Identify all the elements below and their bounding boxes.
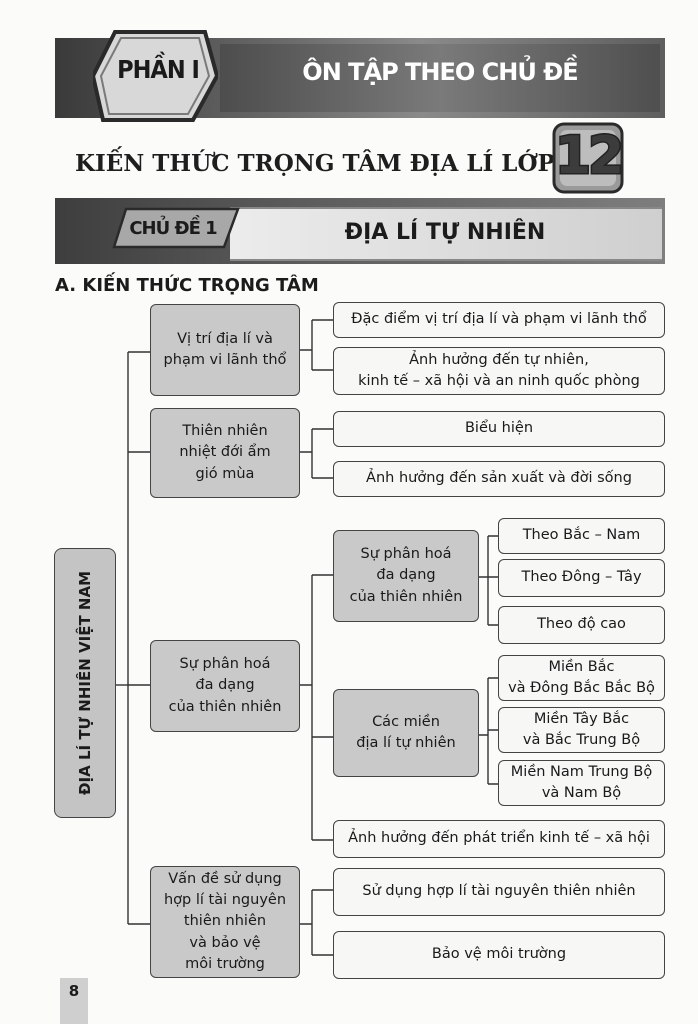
topic-title: ĐỊA LÍ TỰ NHIÊN	[344, 220, 546, 245]
sub-differentiation: Sự phân hoá đa dạng của thiên nhiên	[333, 530, 479, 622]
sub-natural-regions: Các miền địa lí tự nhiên	[333, 689, 479, 777]
leaf-altitude: Theo độ cao	[498, 606, 665, 644]
leaf-region-south: Miền Nam Trung Bộ và Nam Bộ	[498, 760, 665, 806]
page-number: 8	[68, 982, 80, 1000]
leaf-location-features: Đặc điểm vị trí địa lí và phạm vi lãnh t…	[333, 302, 665, 338]
grade-badge	[552, 122, 624, 194]
grade-number: 12	[553, 125, 625, 188]
leaf-differentiation-impact: Ảnh hưởng đến phát triển kinh tế – xã hộ…	[333, 820, 665, 858]
branch-differentiation: Sự phân hoá đa dạng của thiên nhiên	[150, 640, 300, 732]
branch-resources: Vấn đề sử dụng hợp lí tài nguyên thiên n…	[150, 866, 300, 978]
leaf-location-impact: Ảnh hưởng đến tự nhiên, kinh tế – xã hội…	[333, 347, 665, 395]
part-title: ÔN TẬP THEO CHỦ ĐỀ	[302, 58, 578, 86]
branch-tropical-nature: Thiên nhiên nhiệt đới ẩm gió mùa	[150, 408, 300, 498]
part-banner-strip	[220, 44, 660, 112]
leaf-tropical-impact: Ảnh hưởng đến sản xuất và đời sống	[333, 461, 665, 497]
topic-tag-shape	[112, 207, 240, 249]
leaf-tropical-manifestation: Biểu hiện	[333, 411, 665, 447]
leaf-region-north: Miền Bắc và Đông Bắc Bắc Bộ	[498, 655, 665, 701]
branch-location: Vị trí địa lí và phạm vi lãnh thổ	[150, 304, 300, 396]
mindmap-root: ĐỊA LÍ TỰ NHIÊN VIỆT NAM	[54, 548, 116, 818]
section-heading: A. KIẾN THỨC TRỌNG TÂM	[55, 275, 319, 296]
topic-tag-label: CHỦ ĐỀ 1	[129, 218, 217, 239]
topic-title-bar	[230, 207, 662, 261]
mindmap-root-label: ĐỊA LÍ TỰ NHIÊN VIỆT NAM	[76, 570, 94, 796]
page-number-tab	[60, 978, 88, 1024]
leaf-environment-protection: Bảo vệ môi trường	[333, 931, 665, 979]
leaf-east-west: Theo Đông – Tây	[498, 559, 665, 597]
leaf-resource-use: Sử dụng hợp lí tài nguyên thiên nhiên	[333, 868, 665, 916]
leaf-north-south: Theo Bắc – Nam	[498, 518, 665, 554]
part-hexagon-badge	[93, 30, 218, 122]
page-title: KIẾN THỨC TRỌNG TÂM ĐỊA LÍ LỚP	[75, 150, 555, 177]
leaf-region-northwest: Miền Tây Bắc và Bắc Trung Bộ	[498, 707, 665, 753]
part-label: PHẦN I	[117, 55, 200, 84]
